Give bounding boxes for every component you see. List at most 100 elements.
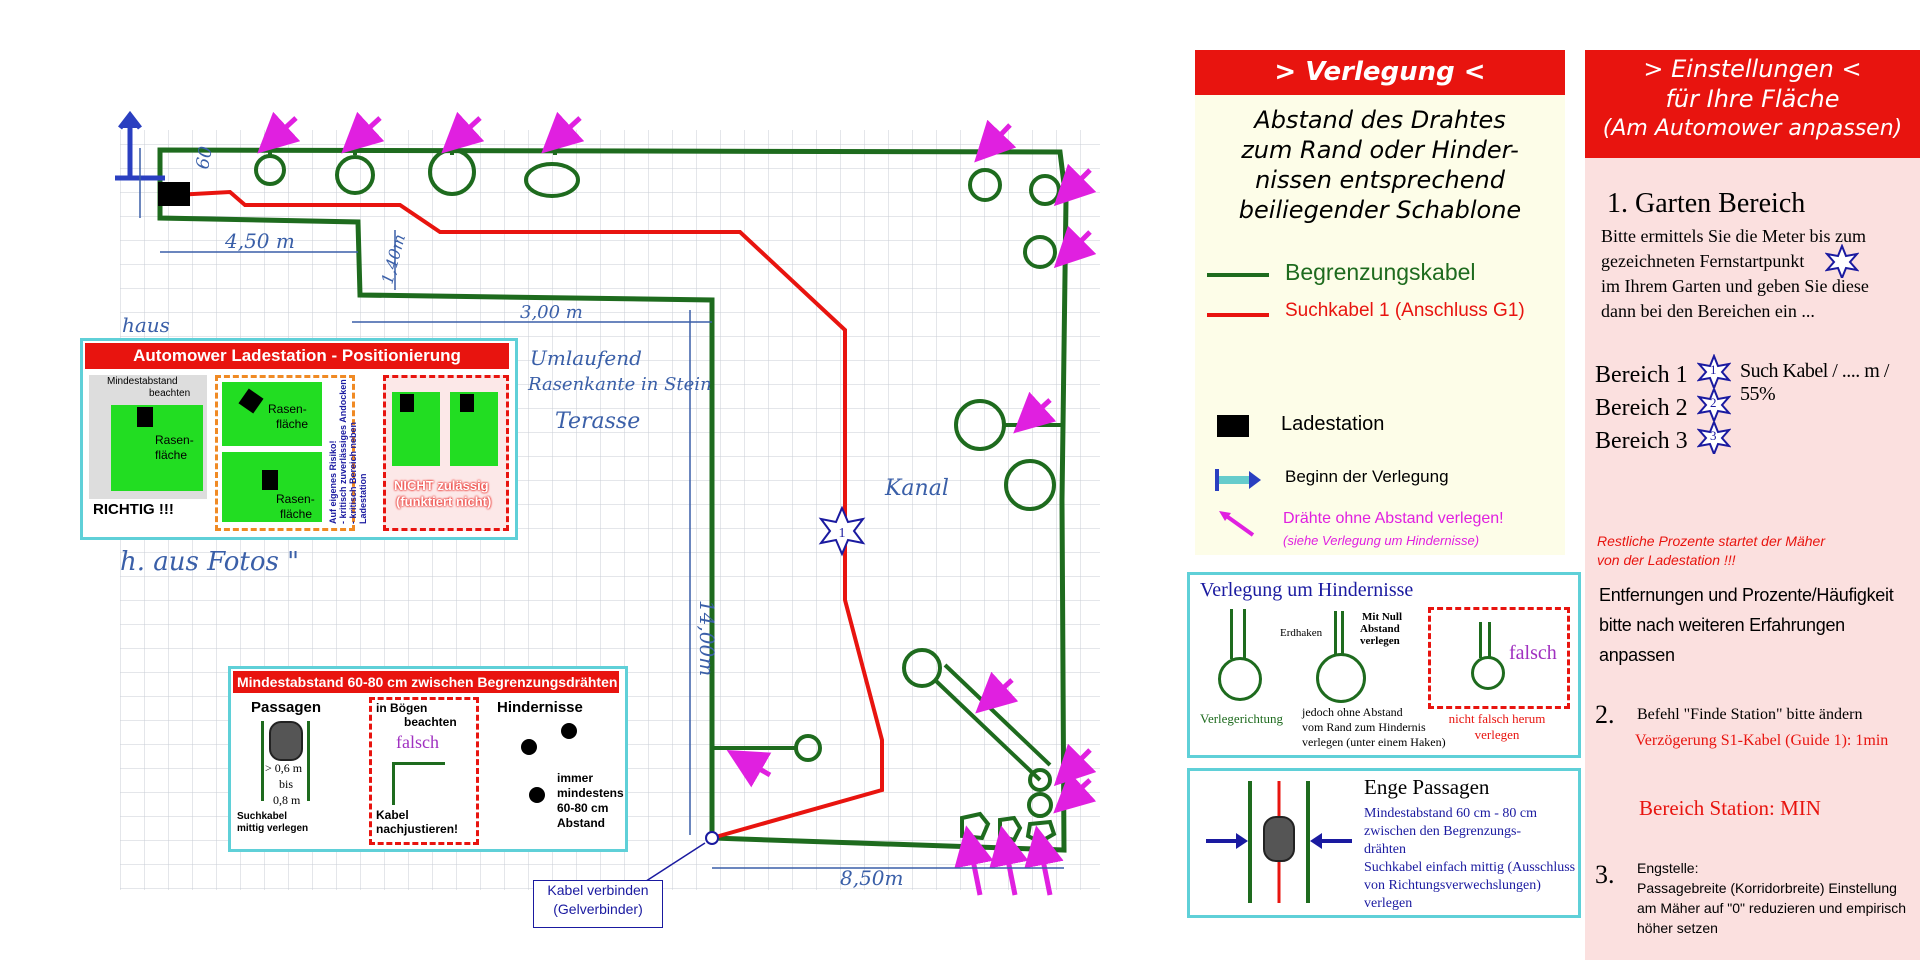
dim-300: 3,00 m xyxy=(520,302,583,323)
s2-l1: Befehl "Finde Station" bitte ändern xyxy=(1637,706,1863,723)
station-box xyxy=(137,407,153,427)
risk-vertical-text: Auf eigenes Risiko! - kritisch zuverläss… xyxy=(328,374,368,524)
bereich-1-label: Bereich 1 xyxy=(1595,362,1688,388)
s3-text: Engstelle: Passagebreite (Korridorbreite… xyxy=(1637,858,1906,938)
nicht-falsch-2: verlegen xyxy=(1474,727,1520,742)
entf-line-1: Entfernungen und Prozente/Häufigkeit xyxy=(1599,585,1894,605)
s2-l2: Verzögerung S1-Kabel (Guide 1): 1min xyxy=(1635,732,1889,749)
s3-line-3: am Mäher auf "0" reduzieren und empirisc… xyxy=(1637,900,1907,916)
obstacles xyxy=(254,148,1062,845)
enge-line-4: Suchkabel einfach mittig (Ausschluss xyxy=(1364,860,1576,875)
connector-label-2: (Gelverbinder) xyxy=(553,901,643,917)
note-umlaufend: Umlaufend xyxy=(530,346,642,370)
obstacle-dot-3 xyxy=(529,787,545,803)
panel-richtig: Mindestabstand beachten Rasen- fläche xyxy=(89,375,207,499)
legend-green-line xyxy=(1207,273,1269,277)
kabel-2: nachjustieren! xyxy=(376,822,459,836)
mower-icon xyxy=(269,721,303,761)
charging-station xyxy=(158,182,190,206)
s1-head: 1. Garten Bereich xyxy=(1607,188,1806,219)
hindernisse-box: Verlegung um Hindernisse Verlegerichtung… xyxy=(1187,572,1581,758)
s3-line-1: Engstelle: xyxy=(1637,860,1699,876)
einst-title-1: > Einstellungen < xyxy=(1643,55,1862,83)
inset-ladestation-title: Automower Ladestation - Positionierung xyxy=(85,343,509,369)
risk-line-2: - kritisch zuverlässiges Andocken xyxy=(338,379,348,524)
s3-line-2: Passagebreite (Korridorbreite) Einstellu… xyxy=(1637,880,1897,896)
enge-title: Enge Passagen xyxy=(1364,775,1490,799)
richtig-label: RICHTIG !!! xyxy=(93,501,174,518)
dimension-lines xyxy=(139,148,1064,869)
kabel-1: Kabel xyxy=(376,808,409,822)
s3-line-4: höher setzen xyxy=(1637,920,1718,936)
station-box-d xyxy=(400,394,414,412)
falsch-label: falsch xyxy=(396,732,439,752)
min-label-2: beachten xyxy=(149,388,191,399)
star-1-label: 1 xyxy=(839,526,846,541)
legend-station-icon xyxy=(1217,415,1249,437)
falsch-panel: falsch xyxy=(1428,607,1570,709)
einst-title-2: für Ihre Fläche xyxy=(1665,85,1840,113)
obstacle-stem-b xyxy=(1334,611,1344,655)
obstacle-circle-b xyxy=(1316,653,1366,703)
dim-60: 60 xyxy=(192,145,217,171)
bereich-3-star: 3 xyxy=(1696,419,1732,457)
entf-line-2: bitte nach weiteren Erfahrungen anpassen xyxy=(1599,615,1845,665)
note-kanal: Kanal xyxy=(884,476,949,501)
connector-callout: Kabel verbinden (Gelverbinder) xyxy=(533,880,663,928)
verlegung-description: Abstand des Drahtes zum Rand oder Hinder… xyxy=(1195,105,1565,225)
min-label-1: Mindestabstand xyxy=(107,376,178,387)
imm-4: Abstand xyxy=(557,816,605,830)
station-box-c xyxy=(262,470,278,490)
einst-title-3: (Am Automower anpassen) xyxy=(1602,116,1903,141)
obstacle-dot-1 xyxy=(521,739,537,755)
inset-mindest-title: Mindestabstand 60-80 cm zwischen Begrenz… xyxy=(233,671,619,693)
rasen-b-label-1: Rasen- xyxy=(268,402,307,416)
lawn-area xyxy=(111,405,203,491)
jedoch-2: vom Rand zum Hindernis xyxy=(1302,720,1426,734)
inset-ladestation: Automower Ladestation - Positionierung M… xyxy=(80,338,518,540)
null-3: verlegen xyxy=(1360,635,1400,647)
rasen-label-2: fläche xyxy=(155,448,188,462)
connector-leader xyxy=(639,842,706,886)
null-1: Mit Null xyxy=(1362,611,1403,623)
s1-line-1: Bitte ermittels Sie die Meter bis zum xyxy=(1601,226,1866,246)
nicht-label-2: (funktiert nicht) xyxy=(396,494,492,509)
legend-beginn: Beginn der Verlegung xyxy=(1285,467,1449,486)
rasen-c-label-1: Rasen- xyxy=(276,492,315,506)
no-distance-arrows xyxy=(257,111,1097,896)
risk-line-3: - kritisch Bereich neben Ladestation xyxy=(348,421,368,524)
boegen-wire xyxy=(392,762,445,805)
passage-wire-right xyxy=(307,721,310,801)
lawn-area-b xyxy=(222,382,322,446)
verlegung-title: > Verlegung < xyxy=(1195,50,1565,95)
nicht-label-1: NICHT zulässig xyxy=(394,478,489,493)
enge-line-5: von Richtungsverwechslungen) verlegen xyxy=(1364,878,1541,911)
boegen-1: in Bögen xyxy=(376,701,428,715)
bereich-3-label: Bereich 3 xyxy=(1595,428,1688,454)
verlegerichtung-label: Verlegerichtung xyxy=(1200,711,1284,726)
s3-num: 3. xyxy=(1595,860,1615,889)
enge-passage-diagram xyxy=(1206,781,1352,903)
obstacle-stem-c xyxy=(1479,622,1491,658)
s1-line-4: dann bei den Bereichen ein ... xyxy=(1601,301,1815,321)
note-haus: haus xyxy=(122,313,170,337)
hindernisse-label: Hindernisse xyxy=(497,699,583,716)
bereich-2-star: 2 xyxy=(1696,386,1732,424)
nicht-falsch-text: nicht falsch herum verlegen xyxy=(1432,711,1562,743)
bereich-1-star: 1 xyxy=(1696,353,1732,391)
bereich-2-star-num: 2 xyxy=(1710,395,1717,410)
enge-passagen-box: Enge Passagen Mindestabstand 60 cm - 80 … xyxy=(1187,768,1581,918)
s2-num: 2. xyxy=(1595,700,1615,729)
obstacle-dot-2 xyxy=(561,723,577,739)
legend-such: Suchkabel 1 (Anschluss G1) xyxy=(1285,300,1525,321)
rasen-label-1: Rasen- xyxy=(155,433,194,447)
panel-auf-eigenes-risiko: Rasen- fläche Rasen- fläche Auf eigenes … xyxy=(215,375,368,531)
connector-point xyxy=(705,831,719,845)
null-2: Abstand xyxy=(1360,623,1400,635)
s1-line-2: gezeichneten Fernstartpunkt xyxy=(1601,251,1805,271)
boegen-2: beachten xyxy=(404,715,457,729)
enge-line-2: zwischen den Begrenzungs- xyxy=(1364,824,1522,839)
enge-text: Mindestabstand 60 cm - 80 cm zwischen de… xyxy=(1364,805,1578,913)
enge-line-3: drähten xyxy=(1364,842,1406,857)
obstacle-circle-a xyxy=(1218,657,1262,701)
